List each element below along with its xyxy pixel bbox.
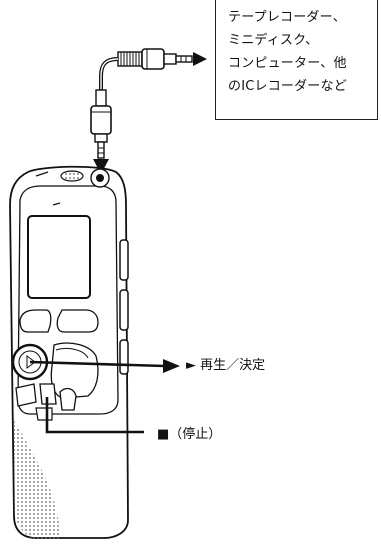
stop-button[interactable] [39, 383, 57, 405]
play-enter-text: 再生／決定 [200, 358, 266, 373]
side-switch-top[interactable] [119, 239, 129, 281]
right-soft-button[interactable] [56, 309, 99, 333]
leader-lines [29, 359, 180, 434]
play-enter-label: ► 再生／決定 [186, 358, 265, 374]
plug-body-vertical [90, 105, 112, 135]
display-screen [27, 215, 91, 299]
stop-text: （停止） [169, 427, 222, 442]
callout-line-1: テープレコーダー、 [228, 10, 346, 25]
callout-line-2: ミニディスク、 [228, 33, 319, 48]
lower-left-button[interactable] [15, 383, 37, 407]
plug-tip-vertical [97, 141, 105, 159]
play-icon [26, 355, 36, 369]
connectable-devices-callout: テープレコーダー、 ミニディスク、 コンピューター、他 のICレコーダーなど [215, 0, 378, 120]
plug-tip-horizontal [175, 55, 193, 63]
control-pad[interactable] [50, 342, 99, 399]
ic-recorder [9, 165, 129, 540]
play-leader-arrow-icon [163, 359, 180, 373]
stop-label: ■（停止） [157, 427, 221, 443]
left-soft-button[interactable] [19, 309, 52, 333]
callout-line-3: コンピューター、他 [228, 56, 347, 71]
side-switch-middle[interactable] [119, 289, 129, 331]
side-switch-bottom[interactable] [119, 339, 129, 375]
callout-line-4: のICレコーダーなど [228, 79, 347, 94]
stop-symbol: ■ [157, 427, 170, 442]
arrow-right-icon [193, 52, 207, 66]
arrow-down-icon [93, 159, 109, 174]
speaker-grille [14, 420, 60, 540]
plug-body-horizontal [141, 48, 165, 70]
audio-cable [90, 48, 207, 174]
play-symbol: ► [186, 358, 196, 373]
